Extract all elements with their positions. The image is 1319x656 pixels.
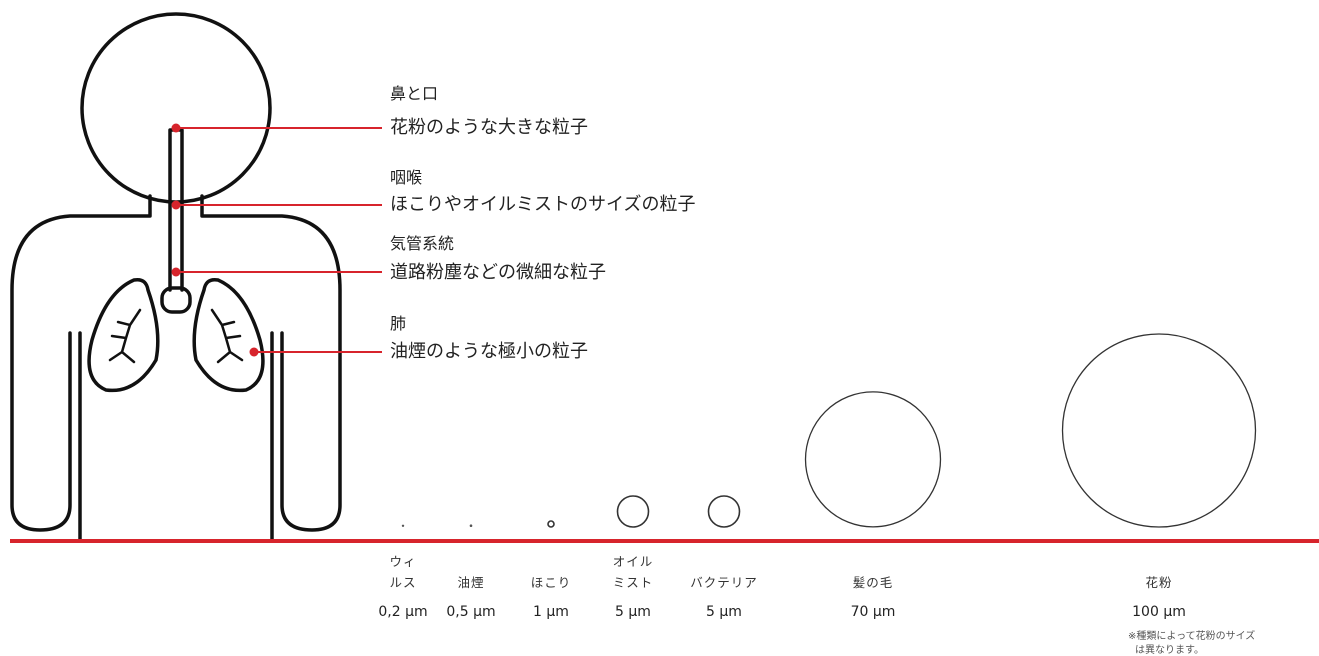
particle-circles <box>401 333 1257 528</box>
particle-label-1-line-0: 油煙 <box>457 575 484 590</box>
particle-size-0: 0,2 µm <box>378 604 427 620</box>
particle-size-3: 5 µm <box>615 604 651 620</box>
region-name-throat: 咽喉 <box>390 168 422 187</box>
human-body-figure <box>10 12 342 542</box>
particle-label-0-line-0: ウィ <box>389 554 416 569</box>
leader-dot-lungs <box>249 347 259 357</box>
particle-circle-1 <box>469 524 473 527</box>
right-bronchi <box>210 308 244 364</box>
particle-size-4: 5 µm <box>706 604 742 620</box>
pollen-note-line-2: は異なります。 <box>1135 644 1204 656</box>
particle-label-2-line-0: ほこり <box>531 575 572 590</box>
leader-dot-throat <box>171 200 181 210</box>
region-desc-lungs: 油煙のような極小の粒子 <box>390 341 588 362</box>
region-desc-nose: 花粉のような大きな粒子 <box>390 117 588 138</box>
particle-label-4-line-0: バクテリア <box>690 575 758 590</box>
region-name-trachea: 気管系統 <box>390 234 454 253</box>
particle-size-6: 100 µm <box>1132 604 1186 620</box>
particle-label-3-line-1: ミスト <box>613 575 654 590</box>
left-bronchi <box>108 308 142 364</box>
region-desc-trachea: 道路粉塵などの微細な粒子 <box>390 262 606 283</box>
particle-circle-4 <box>707 495 741 528</box>
particle-label-5-line-0: 髪の毛 <box>853 575 894 590</box>
leader-dot-nose <box>171 123 181 133</box>
trachea-outline <box>168 128 184 292</box>
region-name-nose: 鼻と口 <box>390 84 438 103</box>
particle-size-2: 1 µm <box>533 604 569 620</box>
particle-circle-5 <box>804 391 942 528</box>
region-desc-throat: ほこりやオイルミストのサイズの粒子 <box>390 194 695 215</box>
particle-circle-3 <box>616 495 650 528</box>
particle-circle-0 <box>401 524 405 527</box>
head-outline <box>80 12 272 204</box>
torso-outline <box>10 194 342 532</box>
region-labels: 鼻と口 花粉のような大きな粒子 咽喉 ほこりやオイルミストのサイズの粒子 気管系… <box>390 84 695 362</box>
particle-circle-2 <box>547 520 555 528</box>
left-lung-outline <box>87 277 160 393</box>
particle-label-3-line-0: オイル <box>613 554 654 569</box>
leader-dot-trachea <box>171 267 181 277</box>
particle-size-1: 0,5 µm <box>446 604 495 620</box>
pollen-note-line-1: ※種類によって花粉のサイズ <box>1128 629 1255 642</box>
particle-size-5: 70 µm <box>851 604 896 620</box>
right-lung-outline <box>192 277 265 393</box>
particle-label-6-line-0: 花粉 <box>1145 575 1172 590</box>
particle-label-0-line-1: ルス <box>389 575 416 590</box>
bronchi-junction <box>160 286 192 314</box>
particle-circle-6 <box>1061 333 1257 528</box>
region-name-lungs: 肺 <box>390 314 406 333</box>
region-leader-lines <box>171 123 382 357</box>
